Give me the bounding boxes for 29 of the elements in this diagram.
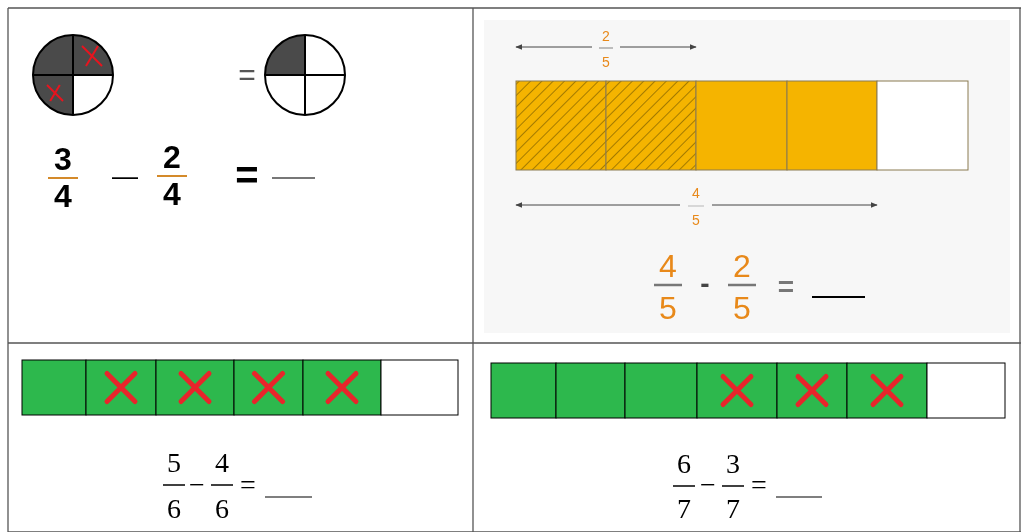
denominator: 7 [677, 495, 691, 523]
denominator: 4 [54, 180, 72, 212]
numerator: 3 [726, 450, 740, 478]
denominator: 4 [163, 178, 181, 210]
numerator: 4 [659, 250, 677, 282]
denominator: 5 [602, 55, 610, 69]
numerator: 2 [602, 29, 610, 43]
numerator: 2 [163, 141, 181, 173]
minus-sign: − [700, 471, 716, 499]
denominator: 6 [215, 495, 229, 523]
numerator: 6 [677, 450, 691, 478]
numerator: 4 [692, 186, 700, 200]
numerator: 5 [167, 449, 181, 477]
numerator: 3 [54, 143, 72, 175]
equals-sign: = [777, 273, 795, 301]
minus-sign: - [700, 270, 710, 298]
denominator: 6 [167, 495, 181, 523]
numerator: 2 [733, 250, 751, 282]
numerator: 4 [215, 449, 229, 477]
denominator: 5 [692, 213, 700, 227]
minus-sign: − [189, 471, 205, 499]
denominator: 5 [659, 292, 677, 324]
equals-sign: = [751, 471, 767, 499]
equals-sign: = [235, 155, 259, 195]
denominator: 5 [733, 292, 751, 324]
minus-sign: — [112, 163, 138, 189]
equals-sign: = [240, 471, 256, 499]
denominator: 7 [726, 495, 740, 523]
equals-sign: = [238, 60, 256, 90]
